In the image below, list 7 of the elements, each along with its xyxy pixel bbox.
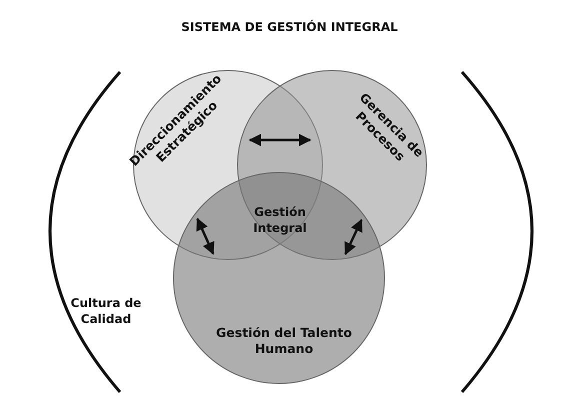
double-arrow <box>344 218 363 256</box>
diagram-title: SISTEMA DE GESTIÓN INTEGRAL <box>180 20 399 34</box>
circle-label: Gestión del Talento Humano <box>215 325 353 356</box>
side-label: Cultura de Calidad <box>70 296 142 328</box>
double-arrow <box>196 218 214 255</box>
double-arrow <box>248 134 312 146</box>
center-label: Gestión Integral <box>252 205 308 236</box>
